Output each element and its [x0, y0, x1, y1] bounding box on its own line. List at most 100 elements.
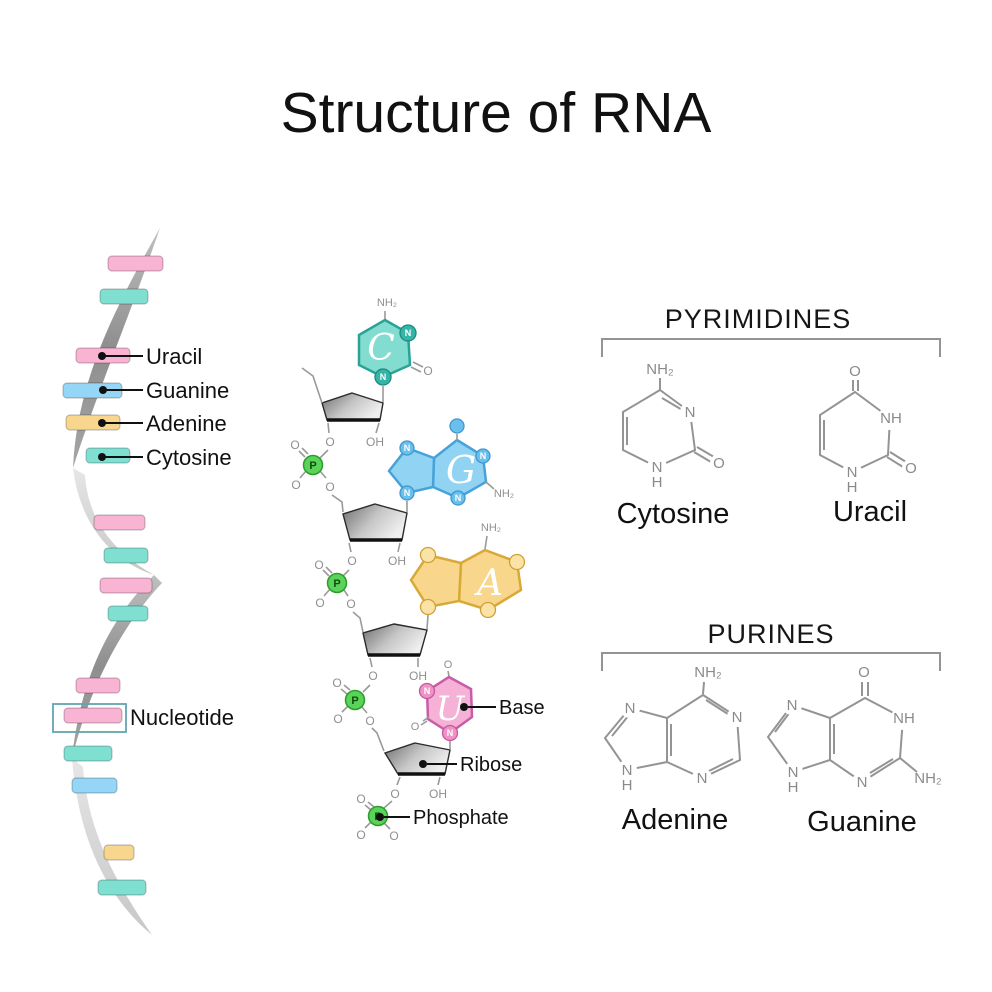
- base-bar: [75, 677, 121, 694]
- helix-base-bars: [62, 255, 164, 896]
- n-atom-node: [419, 598, 437, 616]
- svg-text:O: O: [389, 829, 398, 843]
- svg-text:Nucleotide: Nucleotide: [130, 705, 234, 730]
- ribose-sugar: [383, 742, 451, 775]
- base-bar: [107, 605, 149, 622]
- base-bar: [107, 255, 164, 272]
- svg-text:O: O: [905, 460, 917, 477]
- svg-text:Base: Base: [499, 697, 545, 719]
- purines-bracket: [601, 652, 941, 671]
- n-atom-node: [399, 485, 415, 501]
- helix-legend: Uracil Guanine Adenine Cytosine Nucleoti…: [52, 344, 234, 733]
- base-bar: [63, 745, 113, 762]
- svg-text:O: O: [368, 669, 377, 683]
- svg-text:A: A: [474, 563, 503, 604]
- svg-text:NH: NH: [880, 410, 902, 427]
- svg-text:O: O: [346, 597, 355, 611]
- n-atom-node: [441, 724, 459, 742]
- uracil-label: Uracil: [833, 496, 907, 528]
- guanine-base-pentagon: [387, 446, 436, 495]
- svg-text:H: H: [788, 779, 799, 796]
- nucleotide-box: [52, 703, 127, 733]
- nucleotide-guanine: G N N N N NH₂ OH O O: [314, 418, 514, 633]
- svg-text:OH: OH: [409, 669, 427, 683]
- nucleotide-callout: Nucleotide: [52, 703, 234, 733]
- phosphate-group: O O O P: [314, 558, 355, 611]
- svg-text:O: O: [858, 664, 870, 681]
- svg-text:N: N: [404, 443, 411, 453]
- svg-text:N: N: [380, 372, 387, 382]
- svg-text:N: N: [857, 774, 868, 791]
- svg-text:O: O: [332, 676, 341, 690]
- phosphorus-node: [302, 454, 324, 476]
- svg-text:H: H: [847, 479, 858, 496]
- svg-text:Cytosine: Cytosine: [146, 445, 232, 470]
- legend-adenine: Adenine: [98, 411, 227, 436]
- svg-text:NH₂: NH₂: [914, 770, 942, 787]
- svg-text:P: P: [333, 578, 340, 590]
- svg-text:N: N: [787, 697, 798, 714]
- legend-guanine: Guanine: [99, 378, 229, 403]
- svg-text:OH: OH: [366, 435, 384, 449]
- adenine-base-pentagon: [409, 553, 463, 609]
- n-atom-node: [374, 368, 392, 386]
- svg-text:NH: NH: [893, 710, 915, 727]
- pyrimidines-section: PYRIMIDINES NH₂ N N H O Cytosine: [601, 304, 941, 530]
- svg-text:OH: OH: [429, 787, 447, 801]
- svg-text:N: N: [652, 459, 663, 476]
- base-bar: [71, 777, 118, 794]
- phosphorus-node: [326, 572, 348, 594]
- svg-text:Uracil: Uracil: [146, 344, 202, 369]
- svg-text:N: N: [447, 728, 454, 738]
- legend-cytosine: Cytosine: [98, 445, 232, 470]
- svg-text:O: O: [314, 558, 323, 572]
- base-callout: Base: [460, 697, 545, 719]
- phosphate-group: O O O P: [332, 676, 374, 728]
- svg-text:O: O: [390, 787, 399, 801]
- svg-text:O: O: [325, 480, 334, 494]
- cytosine-label: Cytosine: [617, 498, 730, 530]
- svg-text:O: O: [444, 659, 453, 671]
- cytosine-structure: NH₂ N N H O Cytosine: [617, 361, 730, 530]
- svg-text:N: N: [622, 762, 633, 779]
- pyrimidines-header: PYRIMIDINES: [665, 304, 852, 334]
- n-atom-node: [508, 553, 526, 571]
- base-bar: [103, 844, 135, 861]
- svg-text:N: N: [404, 488, 411, 498]
- page-title: Structure of RNA: [280, 81, 712, 145]
- base-bar: [99, 288, 149, 305]
- svg-text:NH₂: NH₂: [481, 522, 501, 534]
- svg-text:N: N: [480, 451, 487, 461]
- svg-text:N: N: [732, 709, 743, 726]
- svg-text:NH₂: NH₂: [694, 664, 722, 681]
- pyrimidines-bracket: [601, 338, 941, 357]
- phosphate-group: O O O P: [290, 438, 334, 494]
- svg-text:Adenine: Adenine: [146, 411, 227, 436]
- legend-uracil: Uracil: [98, 344, 202, 369]
- svg-text:O: O: [365, 714, 374, 728]
- base-bar: [63, 707, 123, 724]
- svg-text:H: H: [622, 777, 633, 794]
- n-atom-node: [450, 490, 466, 506]
- phosphate-callout: Phosphate: [376, 807, 509, 829]
- phosphorus-node: [344, 689, 366, 711]
- svg-text:O: O: [315, 596, 324, 610]
- ribose-sugar: [362, 623, 428, 656]
- svg-text:N: N: [625, 700, 636, 717]
- svg-text:O: O: [356, 828, 365, 842]
- guanine-structure: O NH₂ NH N N N H Guanine: [766, 664, 942, 838]
- base-bar: [99, 577, 153, 594]
- svg-text:C: C: [367, 328, 395, 369]
- ribose-callout: Ribose: [419, 754, 522, 776]
- n-atom-node: [399, 440, 415, 456]
- svg-text:Phosphate: Phosphate: [413, 807, 509, 829]
- purines-header: PURINES: [707, 619, 834, 649]
- nucleotide-uracil: O U N N O Base Ribose: [356, 659, 544, 843]
- rna-helix-illustration: Uracil Guanine Adenine Cytosine Nucleoti…: [52, 228, 234, 935]
- svg-text:N: N: [455, 493, 462, 503]
- guanine-label: Guanine: [807, 806, 917, 838]
- svg-text:O: O: [713, 455, 725, 472]
- nucleotide-chain-illustration: NH₂ C O N N OH O O O: [290, 297, 544, 843]
- adenine-structure: NH₂ N N N N H Adenine: [603, 664, 747, 836]
- n-atom-node: [399, 324, 417, 342]
